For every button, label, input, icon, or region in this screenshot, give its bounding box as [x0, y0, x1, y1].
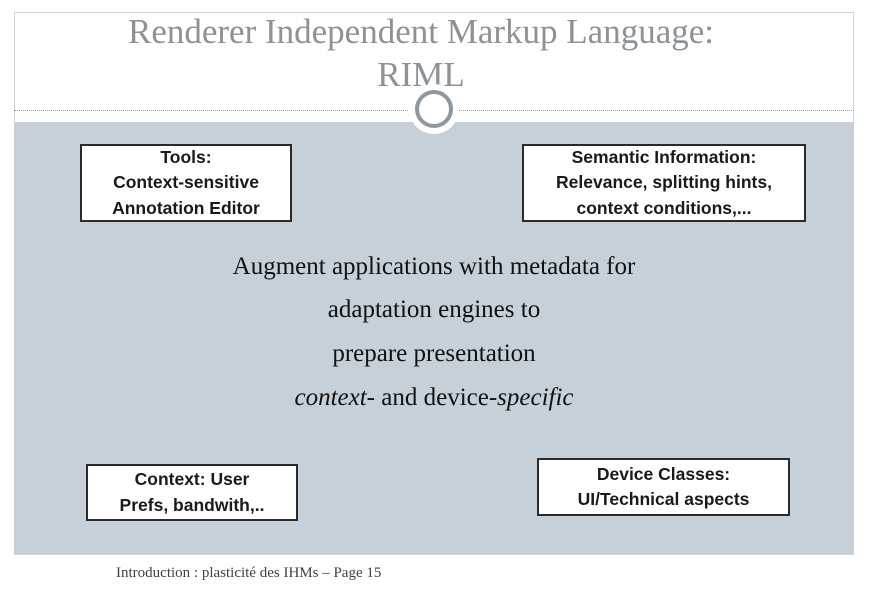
tools-box-line1: Tools:	[160, 146, 212, 167]
main-text-line1: Augment applications with metadata for	[232, 253, 636, 280]
main-text-line3: prepare presentation	[332, 340, 536, 367]
tools-box: Tools: Context-sensitive Annotation Edit…	[80, 144, 292, 222]
slide-title-line1: Renderer Independent Markup Language:	[127, 12, 714, 51]
device-box-line1: Device Classes:	[596, 463, 731, 484]
slide-footer: Introduction : plasticité des IHMs – Pag…	[116, 565, 382, 581]
decorative-ring-icon	[415, 90, 453, 128]
semantic-box-line3: context conditions,...	[576, 197, 752, 218]
main-text-specific: specific	[497, 384, 574, 411]
tools-box-line2: Context-sensitive	[113, 172, 259, 193]
semantic-information-box: Semantic Information: Relevance, splitti…	[522, 144, 806, 222]
context-box-line2: Prefs, bandwith,..	[119, 494, 265, 515]
device-box-line2: UI/Technical aspects	[577, 489, 750, 509]
main-text-and-device: - and device-	[366, 384, 498, 411]
semantic-box-line2: Relevance, splitting hints,	[556, 172, 772, 193]
main-text-context: context	[294, 384, 367, 411]
main-text-line2: adaptation engines to	[327, 296, 541, 323]
tools-box-line3: Annotation Editor	[112, 197, 260, 218]
context-box: Context: User Prefs, bandwith,..	[86, 464, 298, 521]
context-box-line1: Context: User	[134, 469, 250, 490]
semantic-box-line1: Semantic Information:	[571, 146, 757, 167]
main-text-line4: context- and device-specific	[14, 385, 854, 410]
device-classes-box: Device Classes: UI/Technical aspects	[537, 458, 790, 516]
